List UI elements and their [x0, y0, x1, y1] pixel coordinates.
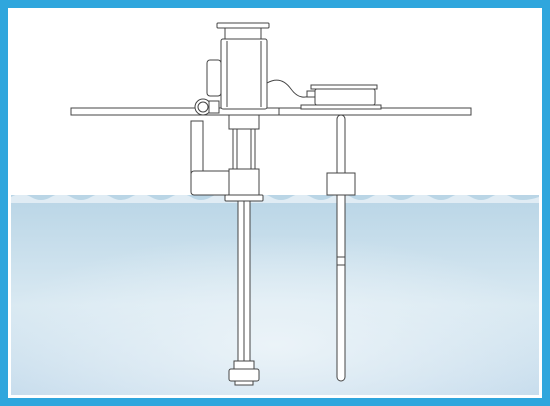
- pump-diagram: [11, 11, 539, 395]
- frame-inner-border: [8, 8, 542, 398]
- water-region: [11, 194, 539, 395]
- discharge-pipe: [190, 98, 232, 196]
- water-surface: [11, 194, 539, 203]
- motor-cap: [216, 22, 270, 40]
- float: [326, 172, 356, 196]
- tank-scene: [11, 11, 539, 395]
- pump-column: [224, 114, 264, 202]
- air-region: [11, 11, 539, 195]
- pump-inlet: [228, 360, 260, 386]
- level-switch-housing: [266, 79, 382, 110]
- pump-shaft: [237, 200, 251, 362]
